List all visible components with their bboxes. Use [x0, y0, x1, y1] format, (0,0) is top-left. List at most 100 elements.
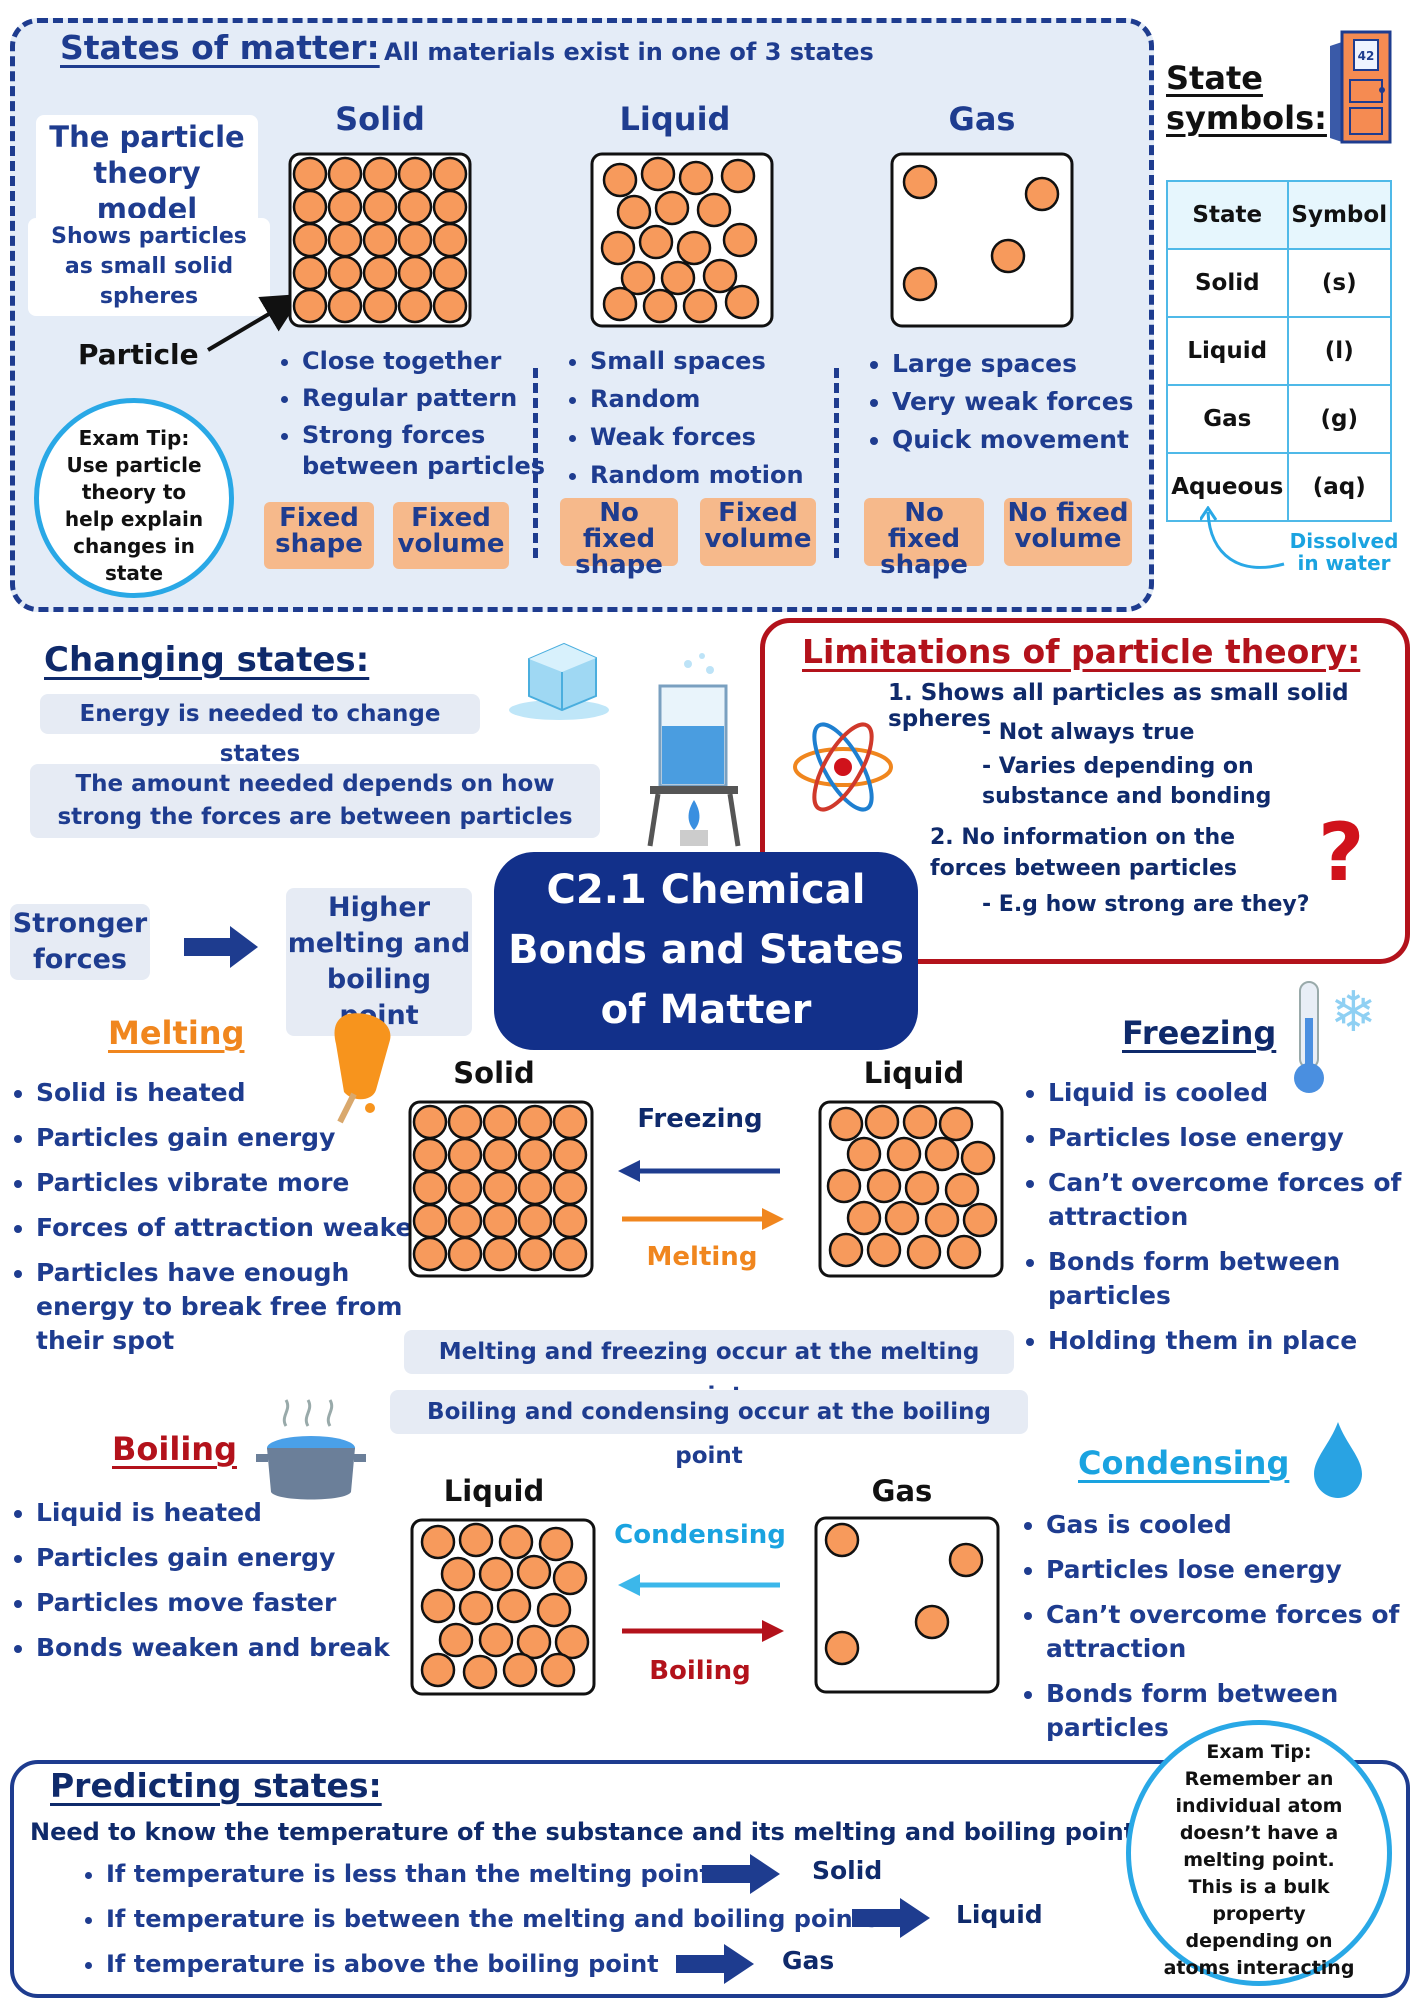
particle-circle	[458, 1590, 494, 1626]
particle-circle	[397, 189, 433, 225]
arrow-right-icon	[702, 1854, 780, 1894]
particle-circle	[517, 1170, 553, 1206]
particle-circle	[682, 288, 718, 324]
particle-circle	[412, 1170, 448, 1206]
list-item: Close together	[302, 346, 552, 377]
list-item: Bonds form between particles	[1046, 1677, 1414, 1745]
table-cell: (g)	[1286, 384, 1393, 454]
gas-heading: Gas	[948, 100, 1016, 138]
particle-circle	[552, 1203, 588, 1239]
melting-title: Melting	[108, 1014, 245, 1052]
state-symbols-table: State Symbol Solid(s) Liquid(l) Gas(g) A…	[1166, 180, 1393, 522]
ptm-label: The particle theory model	[36, 115, 258, 231]
particle-circle	[502, 1652, 538, 1688]
particle-circle	[447, 1137, 483, 1173]
gas-tag-volume: No fixed volume	[1004, 498, 1132, 566]
list-item: Forces of attraction weaken	[36, 1211, 436, 1245]
snowflake-icon: ❄	[1330, 980, 1377, 1045]
ptm-desc: Shows particles as small solid spheres	[28, 218, 270, 316]
particle-circle	[447, 1203, 483, 1239]
rule-condition-1: If temperature is less than the melting …	[106, 1858, 906, 1890]
divider-2	[834, 368, 839, 558]
boiling-arrow	[622, 1620, 784, 1642]
arrow-right-icon	[184, 926, 258, 968]
particle-circle	[846, 1136, 882, 1172]
exam-tip-text-2: Exam Tip: Remember an individual atom do…	[1163, 1741, 1355, 1979]
particle-circle	[552, 1137, 588, 1173]
condensing-arrow	[618, 1574, 780, 1596]
gas-bullets: Large spaces Very weak forces Quick move…	[862, 348, 1172, 455]
center-title-box	[494, 852, 918, 1050]
particle-circle	[327, 255, 363, 291]
water-drop-icon	[1314, 1422, 1362, 1498]
particle-circle	[362, 255, 398, 291]
limitation-1-sub-1-text: Not always true	[998, 720, 1195, 745]
particle-pointer-arrow	[206, 293, 303, 352]
particle-circle	[906, 1234, 942, 1270]
particle-circle	[864, 1104, 900, 1140]
limitation-2-sub-1-text: E.g how strong are they?	[998, 892, 1310, 917]
solid-particle-box	[288, 152, 472, 328]
freezing-arrow	[618, 1160, 780, 1182]
particle-circle	[904, 1170, 940, 1206]
boiling-arrow-label: Boiling	[649, 1656, 751, 1686]
particle-circle	[660, 260, 696, 296]
melting-arrow-label: Melting	[646, 1242, 758, 1272]
particle-circle	[640, 156, 676, 192]
diagram2-left-label: Liquid	[443, 1474, 545, 1508]
table-cell: Gas	[1166, 384, 1289, 454]
particle-circle	[517, 1137, 553, 1173]
particle-circle	[397, 222, 433, 258]
particle-circle	[938, 1106, 974, 1142]
list-item: Bonds weaken and break	[36, 1631, 416, 1665]
boiling-pot-icon	[256, 1399, 366, 1500]
list-item: Particles lose energy	[1048, 1121, 1414, 1155]
list-item: Particles have enough energy to break fr…	[36, 1256, 436, 1358]
limitation-2-sub-1: - E.g how strong are they?	[982, 892, 1310, 917]
particle-circle	[702, 258, 738, 294]
particle-circle	[462, 1654, 498, 1690]
solid-tag-shape: Fixed shape	[264, 502, 374, 569]
particle-circle	[538, 1526, 574, 1562]
particle-circle	[447, 1170, 483, 1206]
particle-circle	[420, 1588, 456, 1624]
melting-bullets: Solid is heated Particles gain energy Pa…	[6, 1076, 436, 1358]
particle-circle	[828, 1232, 864, 1268]
particle-circle	[397, 255, 433, 291]
list-item: Very weak forces	[892, 386, 1172, 417]
particle-circle	[482, 1236, 518, 1272]
particle-circle	[602, 162, 638, 198]
limitation-1-sub-2: - Varies depending on substance and bond…	[982, 754, 1272, 809]
particle-circle	[432, 156, 468, 192]
list-item: Particles vibrate more	[36, 1166, 436, 1200]
table-row: Aqueous(aq)	[1166, 452, 1393, 522]
table-cell: (l)	[1286, 316, 1393, 386]
solid-bullets: Close together Regular pattern Strong fo…	[272, 346, 552, 482]
particle-circle	[540, 1652, 576, 1688]
particle-circle	[722, 222, 758, 258]
particle-circle	[696, 192, 732, 228]
particle-circle	[498, 1524, 534, 1560]
particle-circle	[362, 222, 398, 258]
particle-circle	[440, 1556, 476, 1592]
particle-circle	[292, 156, 328, 192]
diagram1-left-label: Solid	[453, 1056, 535, 1090]
particle-circle	[327, 156, 363, 192]
list-item: Can’t overcome forces of attraction	[1048, 1166, 1414, 1234]
limitation-1-sub-1: - Not always true	[982, 720, 1195, 745]
particle-circle	[516, 1554, 552, 1590]
table-cell: (aq)	[1286, 452, 1393, 522]
table-cell: Aqueous	[1166, 452, 1289, 522]
particle-circle	[866, 1168, 902, 1204]
thermometer-icon	[1294, 981, 1324, 1093]
particle-circle	[292, 222, 328, 258]
liquid-heading: Liquid	[619, 100, 731, 138]
particle-circle	[432, 222, 468, 258]
dissolved-note: Dissolved in water	[1289, 529, 1399, 575]
predicting-intro: Need to know the temperature of the subs…	[30, 1818, 1150, 1846]
states-title: States of matter:	[60, 28, 380, 67]
boiling-title: Boiling	[112, 1430, 237, 1468]
exam-tip-circle-2: Exam Tip: Remember an individual atom do…	[1126, 1720, 1392, 1986]
list-item: Particles lose energy	[1046, 1553, 1414, 1587]
list-item: Holding them in place	[1048, 1324, 1414, 1358]
